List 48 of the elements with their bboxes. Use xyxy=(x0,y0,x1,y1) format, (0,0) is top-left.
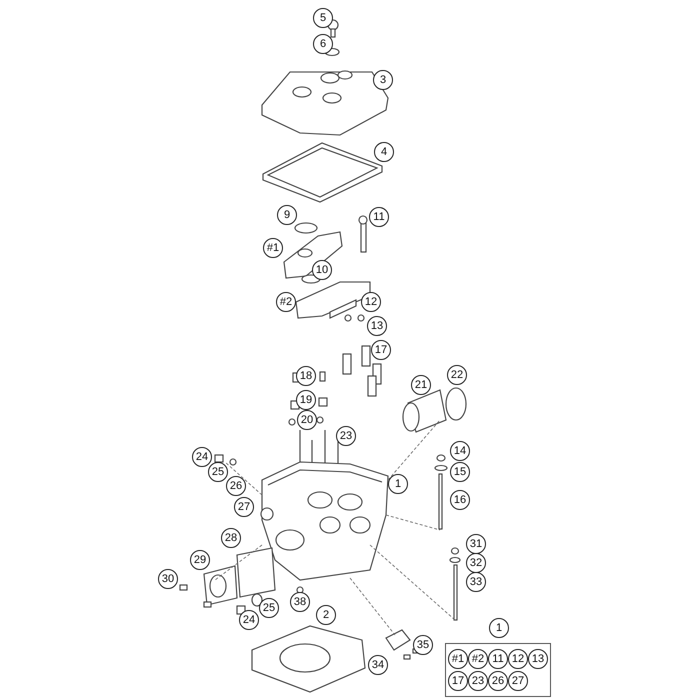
callout-number: #2 xyxy=(276,292,296,312)
callout-number: 27 xyxy=(508,671,528,691)
callout-number: #2 xyxy=(468,649,488,669)
callout-number: 10 xyxy=(312,260,332,280)
callout-number: 4 xyxy=(374,142,394,162)
callout-number: 23 xyxy=(336,426,356,446)
callout-number: 25 xyxy=(259,598,279,618)
callout-number: 18 xyxy=(296,366,316,386)
callout-number: 38 xyxy=(290,592,310,612)
callout-number: 1 xyxy=(388,474,408,494)
callout-number: 32 xyxy=(466,553,486,573)
callout-number: 35 xyxy=(413,635,433,655)
callout-number: 31 xyxy=(466,534,486,554)
callout-number: 1 xyxy=(489,618,509,638)
callout-number: 25 xyxy=(208,462,228,482)
callout-number: 24 xyxy=(239,610,259,630)
callout-number: 24 xyxy=(192,447,212,467)
callout-number: 12 xyxy=(508,649,528,669)
callout-number: 28 xyxy=(221,528,241,548)
callout-number: 33 xyxy=(466,572,486,592)
callout-number: 6 xyxy=(313,34,333,54)
callout-number: 23 xyxy=(468,671,488,691)
callout-number: 13 xyxy=(528,649,548,669)
callout-number: 3 xyxy=(373,70,393,90)
callout-number: 27 xyxy=(234,497,254,517)
callout-number: 11 xyxy=(369,207,389,227)
callout-number: 11 xyxy=(488,649,508,669)
callout-number: 9 xyxy=(277,205,297,225)
callout-number: 29 xyxy=(190,550,210,570)
callout-number: 2 xyxy=(316,605,336,625)
callout-number: 12 xyxy=(361,292,381,312)
callout-number: 34 xyxy=(368,655,388,675)
callout-number: 16 xyxy=(450,490,470,510)
callout-number: 20 xyxy=(297,410,317,430)
callout-number: 21 xyxy=(411,375,431,395)
callout-number: 15 xyxy=(450,462,470,482)
callout-number: 22 xyxy=(447,365,467,385)
callout-number: 19 xyxy=(296,390,316,410)
callout-number: 17 xyxy=(371,340,391,360)
callout-number: 30 xyxy=(158,569,178,589)
callout-number: #1 xyxy=(448,649,468,669)
callout-number: 17 xyxy=(448,671,468,691)
callout-number: 26 xyxy=(226,476,246,496)
callout-number: #1 xyxy=(263,238,283,258)
callout-number: 26 xyxy=(488,671,508,691)
callout-number: 14 xyxy=(450,441,470,461)
callout-number: 5 xyxy=(313,8,333,28)
callout-number: 13 xyxy=(367,316,387,336)
